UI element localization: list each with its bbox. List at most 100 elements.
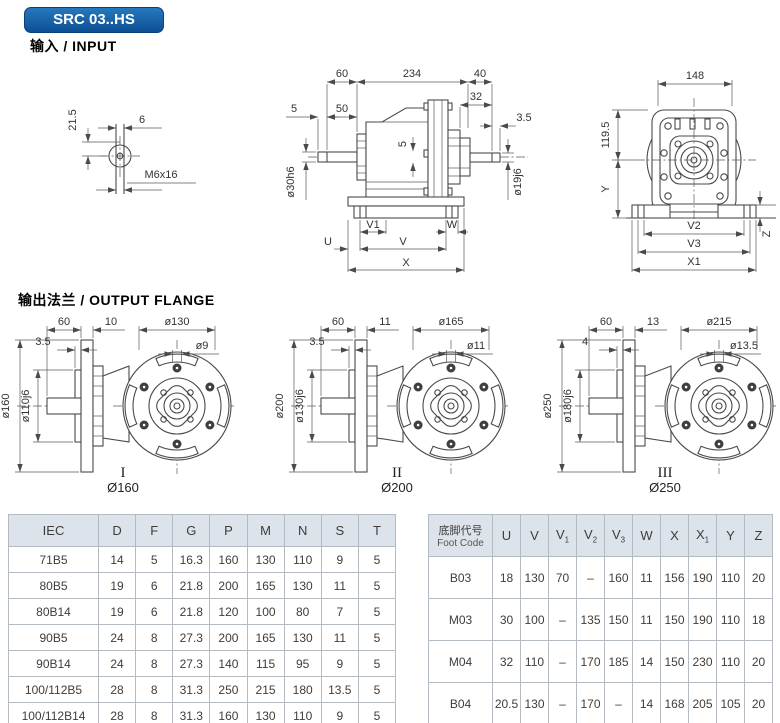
value-cell: 8 xyxy=(135,624,174,651)
value-cell: 110 xyxy=(520,640,549,683)
value-cell: 95 xyxy=(283,650,322,677)
value-cell: 205 xyxy=(688,682,717,723)
value-cell: 20 xyxy=(744,556,773,599)
col-header: W xyxy=(632,514,661,557)
value-cell: 11 xyxy=(632,556,661,599)
row-key-cell: B04 xyxy=(428,682,493,723)
dim-label: 40 xyxy=(474,68,486,80)
dim-label: 10 xyxy=(105,316,117,328)
value-cell: 27.3 xyxy=(172,650,211,677)
value-cell: 180 xyxy=(283,676,322,703)
value-cell: – xyxy=(548,598,577,641)
dim-label: ø9 xyxy=(196,340,209,352)
value-cell: 27.3 xyxy=(172,624,211,651)
value-cell: 140 xyxy=(209,650,248,677)
flange-drawing-3: 60 13 4 ø250 ø180j6 ø215 ø13.5 III Ø250 xyxy=(542,316,779,495)
row-key-cell: 80B5 xyxy=(8,572,99,599)
value-cell: 11 xyxy=(320,572,359,599)
dim-label-thread: M6x16 xyxy=(144,169,177,181)
dim-label: ø110j6 xyxy=(20,390,32,423)
value-cell: 11 xyxy=(632,598,661,641)
value-cell: 190 xyxy=(688,598,717,641)
value-cell: 190 xyxy=(688,556,717,599)
side-view-geometry xyxy=(286,79,528,273)
value-cell: 20 xyxy=(744,640,773,683)
row-key-cell: B03 xyxy=(428,556,493,599)
flange-drawing-1: 60 10 3.5 ø160 ø110j6 ø130 ø9 I Ø160 xyxy=(0,316,236,495)
value-cell: – xyxy=(548,640,577,683)
row-key-cell: 100/112B14 xyxy=(8,702,99,723)
col-header: X1 xyxy=(688,514,717,557)
dim-label: ø130j6 xyxy=(294,389,306,423)
foot-code-header: 底脚代号 Foot Code xyxy=(428,514,493,557)
model-badge: SRC 03..HS xyxy=(24,7,164,33)
value-cell: 24 xyxy=(97,650,137,677)
row-key-cell: M04 xyxy=(428,640,493,683)
value-cell: 24 xyxy=(97,624,137,651)
value-cell: 110 xyxy=(716,556,745,599)
dim-label: ø250 xyxy=(542,393,554,418)
foot-code-header-en: Foot Code xyxy=(437,538,484,549)
value-cell: 215 xyxy=(246,676,285,703)
value-cell: 9 xyxy=(320,702,359,723)
dim-label: 50 xyxy=(336,103,348,115)
value-cell: 18 xyxy=(744,598,773,641)
dim-label: ø180j6 xyxy=(562,389,574,423)
value-cell: 5 xyxy=(357,676,397,703)
front-view-geometry xyxy=(612,80,776,273)
shaft-end-geometry xyxy=(82,124,196,194)
flange-geometry xyxy=(15,326,236,474)
foot-code-header-cn: 底脚代号 xyxy=(438,525,483,537)
value-cell: 115 xyxy=(246,650,285,677)
row-key-cell: 100/112B5 xyxy=(8,676,99,703)
value-cell: 170 xyxy=(576,682,605,723)
section-title-output-flange: 输出法兰 / OUTPUT FLANGE xyxy=(18,292,215,308)
value-cell: 5 xyxy=(357,546,397,573)
value-cell: 5 xyxy=(135,546,174,573)
col-header: Y xyxy=(716,514,745,557)
value-cell: 168 xyxy=(660,682,689,723)
value-cell: 150 xyxy=(604,598,633,641)
dim-label: ø130 xyxy=(164,316,189,328)
value-cell: 18 xyxy=(492,556,521,599)
value-cell: 100 xyxy=(520,598,549,641)
dim-label: ø19j6 xyxy=(512,168,524,196)
value-cell: 19 xyxy=(97,572,137,599)
col-header: F xyxy=(135,514,174,547)
value-cell: 130 xyxy=(520,556,549,599)
col-header: V1 xyxy=(548,514,577,557)
flange-drawing-2: 60 11 3.5 ø200 ø130j6 ø165 ø11 II Ø200 xyxy=(274,316,511,495)
value-cell: 6 xyxy=(135,572,174,599)
dim-label: V3 xyxy=(687,238,700,250)
value-cell: 21.8 xyxy=(172,598,211,625)
col-header: T xyxy=(357,514,397,547)
col-header: N xyxy=(283,514,322,547)
flange-numeral: II xyxy=(392,465,402,481)
col-header: IEC xyxy=(8,514,99,547)
value-cell: 20.5 xyxy=(492,682,521,723)
dim-label: Y xyxy=(600,185,612,193)
dim-label: 60 xyxy=(332,316,344,328)
value-cell: 19 xyxy=(97,598,137,625)
col-header: U xyxy=(492,514,521,557)
dim-label: 60 xyxy=(600,316,612,328)
value-cell: 7 xyxy=(320,598,359,625)
value-cell: 5 xyxy=(357,650,397,677)
flange-size: Ø250 xyxy=(649,480,681,495)
col-header: P xyxy=(209,514,248,547)
value-cell: 8 xyxy=(135,676,174,703)
dim-label: V xyxy=(399,236,407,248)
col-header: D xyxy=(97,514,137,547)
value-cell: 11 xyxy=(320,624,359,651)
col-header: X xyxy=(660,514,689,557)
value-cell: 8 xyxy=(135,650,174,677)
